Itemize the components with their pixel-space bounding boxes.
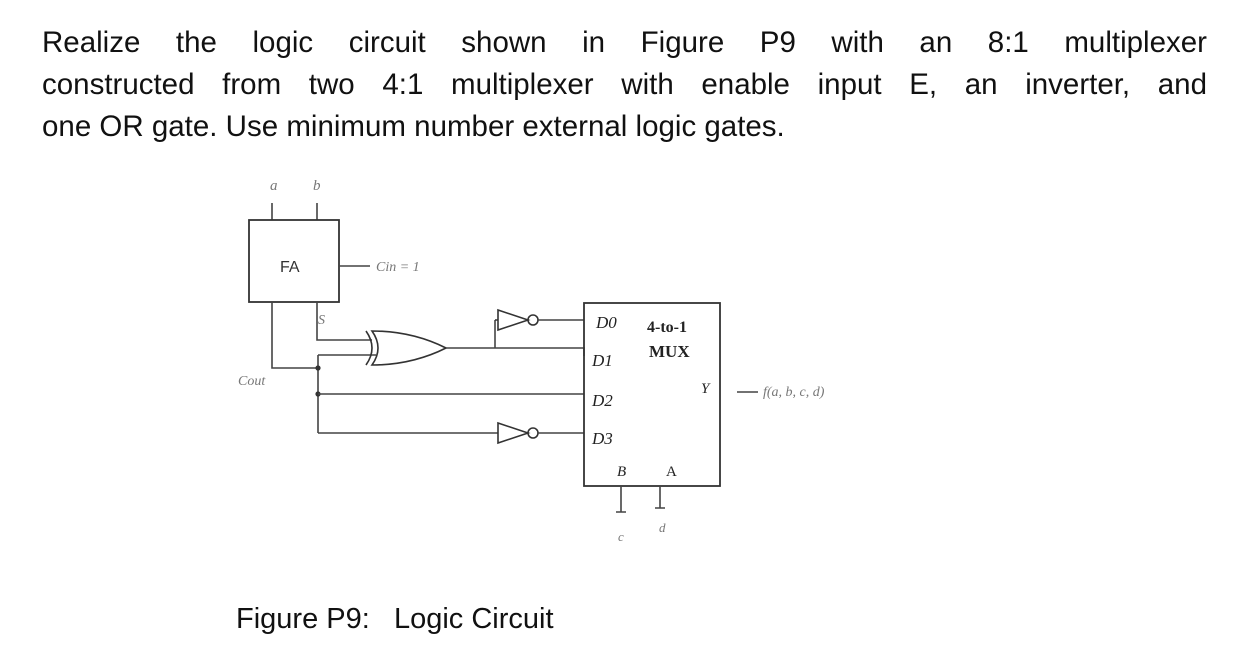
mux-input-d2: D2 (591, 391, 613, 410)
mux-block (583, 302, 721, 487)
output-label: f(a, b, c, d) (763, 385, 825, 400)
select-a-label: A (666, 464, 677, 480)
input-wires (271, 203, 318, 220)
cout-label: Cout (238, 374, 266, 389)
input-a-label: a (270, 178, 278, 194)
mux-title-line1: 4-to-1 (647, 319, 687, 336)
cout-wire (271, 302, 318, 369)
junction-dot (315, 365, 321, 371)
problem-statement: Realize the logic circuit shown in Figur… (42, 22, 1207, 148)
mux-input-d1: D1 (591, 351, 613, 370)
mux-output-pin: Y (701, 381, 711, 397)
inverter-gate (497, 421, 539, 445)
sum-label: S (318, 313, 325, 328)
figure-caption: Figure P9: Logic Circuit (236, 603, 554, 635)
sum-wire (316, 302, 372, 341)
select-b-label: B (617, 464, 626, 480)
select-input-c: c (618, 529, 624, 544)
mux-input-d3: D3 (591, 429, 613, 448)
select-input-d: d (659, 520, 666, 535)
mux-title-line2: MUX (649, 342, 690, 361)
mux-input-d0: D0 (595, 313, 617, 332)
xor-gate (365, 330, 448, 366)
xor-to-d1-wire (495, 347, 585, 356)
select-a-wire (655, 486, 665, 509)
problem-line-3: one OR gate. Use minimum number external… (42, 110, 785, 143)
problem-line-1: Realize the logic circuit shown in Figur… (42, 26, 1207, 59)
inverter-gate (495, 308, 539, 332)
input-b-label: b (313, 178, 321, 194)
fa-label: FA (280, 259, 300, 276)
select-b-wire (616, 486, 626, 513)
problem-line-2: constructed from two 4:1 multiplexer wit… (42, 68, 1207, 101)
full-adder-block (248, 219, 340, 303)
cin-label: Cin = 1 (376, 260, 420, 275)
